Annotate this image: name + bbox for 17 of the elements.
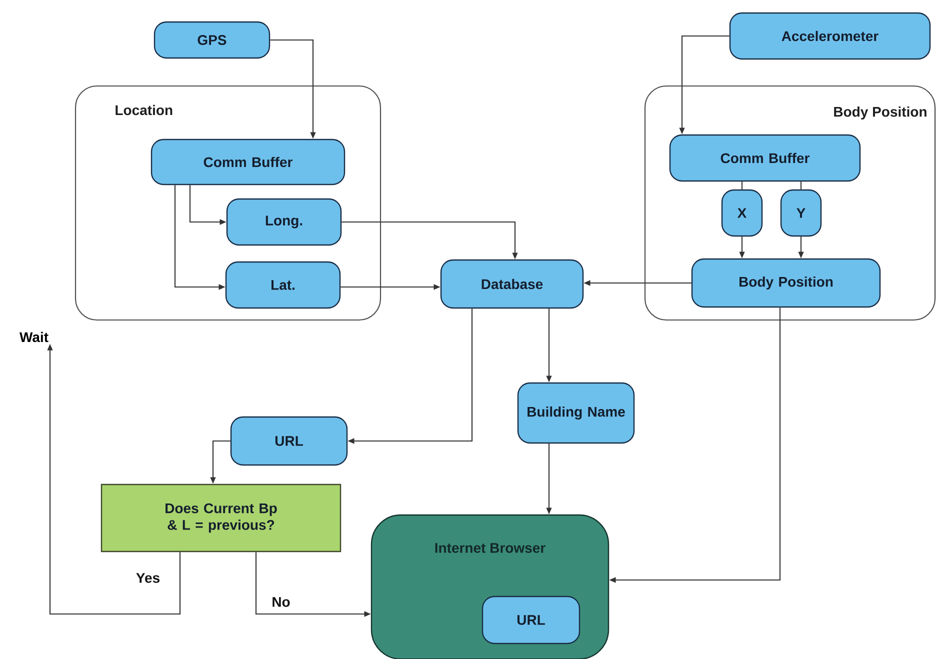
process-box: URL <box>230 416 348 466</box>
process-box: Long. <box>226 198 342 246</box>
process-box: Comm Buffer <box>669 134 861 182</box>
bare-text: Wait <box>20 332 48 342</box>
process-box: Lat. <box>225 261 341 309</box>
process-box: Accelerometer <box>729 12 931 60</box>
process-box: Body Position <box>691 258 881 308</box>
edge-label: No <box>270 596 292 608</box>
process-box: Database <box>440 259 584 309</box>
decision-box: Does Current Bp & L = previous? <box>100 484 342 552</box>
edge-label: Yes <box>134 572 162 584</box>
process-box: Comm Buffer <box>150 138 346 186</box>
process-box: GPS <box>154 21 270 59</box>
process-box: Y <box>780 189 822 237</box>
process-box: X <box>721 189 763 237</box>
process-box: URL <box>482 596 580 644</box>
process-box: Building Name <box>517 382 635 444</box>
